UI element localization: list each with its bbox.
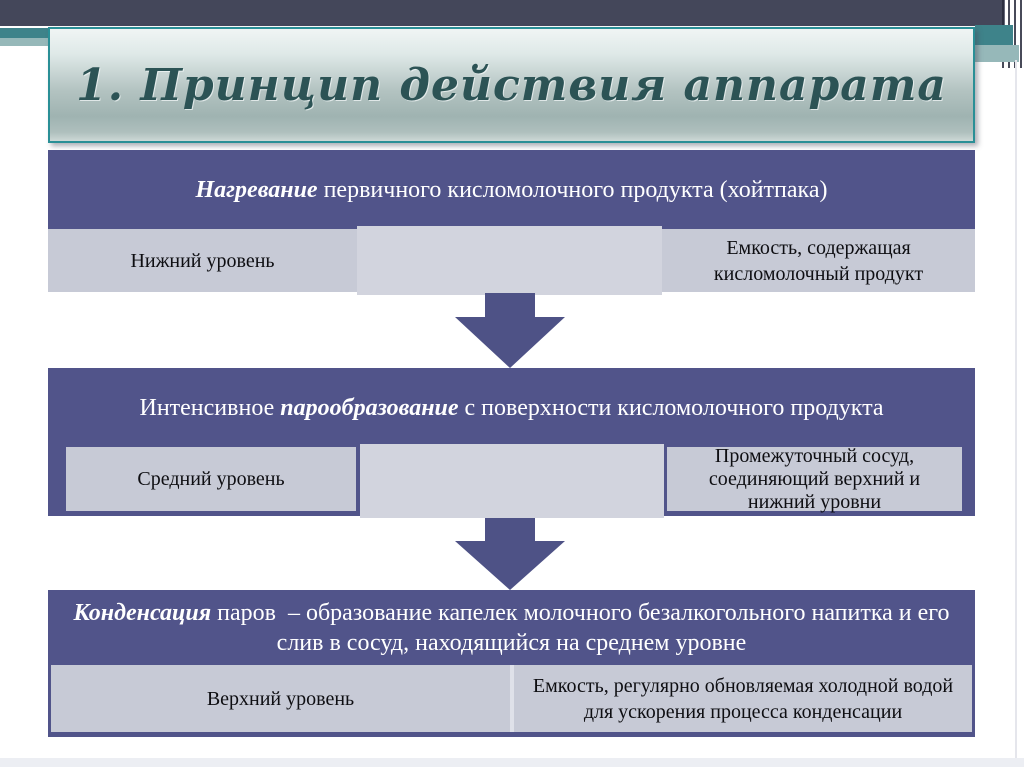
block-vapor-header: Интенсивное парообразование с поверхност… <box>48 368 975 447</box>
header-rest: с поверхности кисломолочного продукта <box>458 394 884 421</box>
slide-title: 1. Принцип действия аппарата <box>76 59 947 111</box>
teal-accent-right-light <box>975 45 1019 62</box>
block-condensation-left-cell: Верхний уровень <box>51 665 510 732</box>
vessel-label: Емкость, содержащая кисломолочный продук… <box>713 236 924 285</box>
block-heating-right-cell: Емкость, содержащая кисломолочный продук… <box>662 229 975 292</box>
teal-accent-right-dark <box>975 25 1013 45</box>
level-label: Средний уровень <box>137 468 285 490</box>
header-rest: паров – образование капелек молочного бе… <box>211 599 956 656</box>
level-label: Нижний уровень <box>130 249 275 272</box>
level-label: Верхний уровень <box>206 687 355 710</box>
block-heating-left-cell: Нижний уровень <box>48 229 357 292</box>
header-bold: Нагревание <box>195 176 318 203</box>
block-condensation-header-text: Конденсация паров – образование капелек … <box>68 598 955 658</box>
header-rest: первичного кисломолочного продукта (хойт… <box>317 176 828 203</box>
down-arrow-icon <box>455 293 565 368</box>
down-arrow-2 <box>455 518 565 590</box>
teal-accent-left-dark <box>0 28 48 38</box>
title-banner: 1. Принцип действия аппарата <box>48 27 975 143</box>
block-condensation-right-cell: Емкость, регулярно обновляемая холодной … <box>514 665 972 732</box>
header-bold: парообразование <box>280 394 459 421</box>
block-vapor-middle-cell <box>360 444 664 518</box>
down-arrow-icon <box>455 518 565 590</box>
right-edge-divider <box>1015 60 1017 767</box>
cell-divider <box>510 665 514 732</box>
teal-accent-left-light <box>0 38 48 46</box>
block-heating-header: Нагревание первичного кисломолочного про… <box>48 150 975 229</box>
block-heating-header-text: Нагревание первичного кисломолочного про… <box>196 175 828 205</box>
block-condensation-header: Конденсация паров – образование капелек … <box>48 590 975 665</box>
block-heating-middle-cell <box>357 226 662 295</box>
top-theme-bar <box>0 0 1005 26</box>
vessel-label: Емкость, регулярно обновляемая холодной … <box>532 674 954 723</box>
down-arrow-1 <box>455 293 565 368</box>
block-vapor-right-cell: Промежуточный сосуд, соединяющий верхний… <box>667 444 962 513</box>
block-vapor-header-text: Интенсивное парообразование с поверхност… <box>139 393 883 423</box>
header-bold: Конденсация <box>73 599 212 626</box>
vessel-label: Промежуточный сосуд, соединяющий верхний… <box>708 444 921 513</box>
block-vapor-left-cell: Средний уровень <box>66 447 356 511</box>
header-pre: Интенсивное <box>139 394 281 421</box>
bottom-theme-strip <box>0 758 1024 767</box>
